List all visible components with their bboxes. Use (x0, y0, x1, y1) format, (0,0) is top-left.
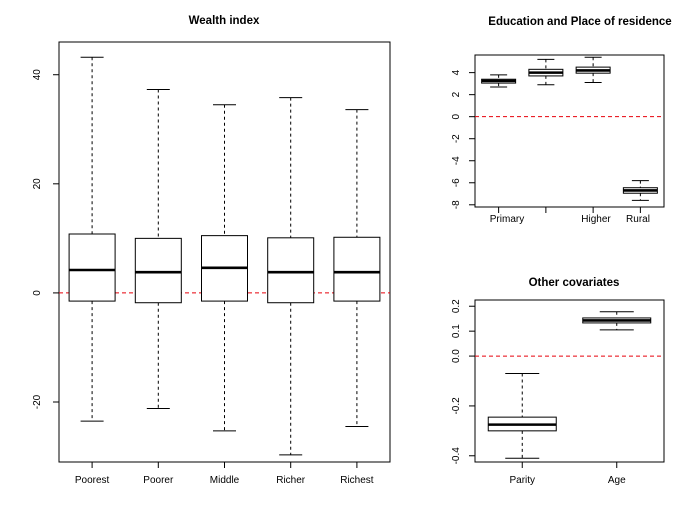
x-tick-label: Poorest (75, 475, 110, 486)
y-tick-label: -8 (451, 200, 462, 209)
y-tick-label: -6 (451, 178, 462, 187)
box-poorer (134, 88, 182, 410)
x-tick-label: Richer (276, 475, 306, 486)
box-middle (201, 104, 248, 432)
iqr-box (333, 236, 381, 302)
box-age (582, 311, 652, 331)
x-tick-label: Middle (210, 475, 240, 486)
box-primary (481, 74, 517, 88)
box-unlabeled (528, 58, 564, 86)
box-higher (575, 56, 611, 84)
x-tick-label: Richest (340, 475, 374, 486)
chart-title: Education and Place of residence (488, 16, 671, 28)
education-residence-panel: Education and Place of residence -8 -6 -4 -2… (451, 16, 672, 225)
y-tick-label: 40 (32, 69, 43, 81)
y-tick-label: -0.2 (451, 397, 462, 415)
x-tick-label: Poorer (143, 475, 174, 486)
y-tick-label: 0.1 (451, 324, 462, 338)
y-tick-label: -20 (32, 394, 43, 409)
plot-frame (474, 54, 665, 208)
box-poorest (68, 56, 116, 422)
y-tick-label: 4 (451, 69, 462, 75)
y-tick-label: 2 (451, 91, 462, 97)
y-tick-label: -2 (451, 134, 462, 143)
x-tick-label: Primary (490, 214, 524, 225)
y-tick-label: 0 (32, 290, 43, 296)
chart-title: Other covariates (529, 277, 620, 289)
x-tick-label: Rural (626, 214, 650, 225)
x-tick-label: Higher (581, 214, 611, 225)
box-richer (267, 97, 315, 456)
plot-frame (474, 299, 665, 463)
box-parity (487, 373, 557, 459)
y-tick-label: 20 (32, 178, 43, 190)
iqr-box (68, 233, 116, 302)
iqr-box (134, 237, 182, 304)
box-richest (333, 109, 381, 428)
y-tick-label: 0.0 (451, 349, 462, 363)
y-tick-label: -0.4 (451, 447, 462, 465)
y-tick-label: 0 (451, 113, 462, 119)
iqr-box (267, 237, 315, 304)
x-tick-label: Parity (509, 475, 535, 486)
chart-title: Wealth index (189, 15, 260, 27)
y-tick-label: -4 (451, 156, 462, 165)
box-rural (622, 180, 658, 201)
x-tick-label: Age (608, 475, 626, 486)
y-tick-label: 0.2 (451, 299, 462, 313)
